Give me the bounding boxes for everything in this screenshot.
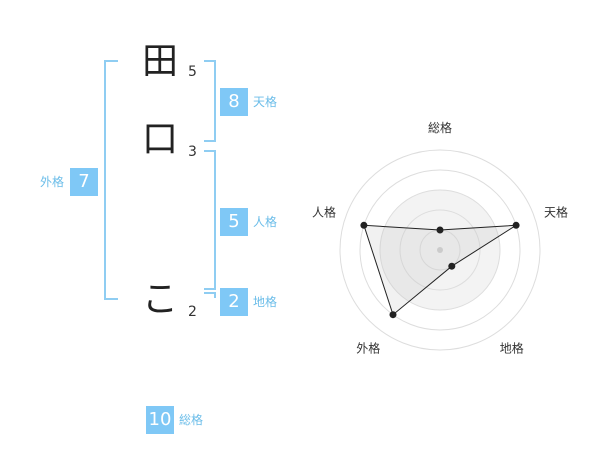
chikaku-label: 地格: [253, 295, 278, 309]
tenkaku-bracket: [204, 60, 216, 142]
radar-data-polygon: [363, 224, 517, 316]
gaikaku-badge: 外格 7: [40, 168, 99, 196]
radar-point: [512, 221, 520, 229]
radar-center-dot: [437, 247, 443, 253]
radar-axis-label: 天格: [544, 204, 568, 219]
character-1: 田: [141, 41, 178, 82]
character-2: 口: [141, 119, 178, 160]
soukaku-value: 10: [146, 406, 174, 434]
radar-ring: [339, 149, 541, 351]
chikaku-bracket: [204, 292, 216, 298]
gaikaku-value: 7: [70, 168, 99, 196]
radar-point: [389, 311, 397, 319]
radar-axis-label: 地格: [500, 341, 524, 356]
stroke-count-3: 2: [188, 304, 197, 320]
jinkaku-value: 5: [220, 208, 248, 236]
jinkaku-bracket: [204, 150, 216, 290]
radar-axis-label: 人格: [312, 204, 336, 219]
tenkaku-value: 8: [220, 88, 248, 116]
radar-axis-label: 外格: [356, 341, 380, 356]
chikaku-value: 2: [220, 288, 248, 316]
tenkaku-label: 天格: [253, 95, 278, 109]
radar-point: [360, 221, 368, 229]
stroke-count-2: 3: [188, 144, 197, 160]
character-3: こ: [141, 279, 178, 320]
jinkaku-badge: 5 人格: [220, 208, 277, 236]
jinkaku-label: 人格: [253, 215, 278, 229]
radar-axis-label: 総格: [428, 120, 452, 135]
soukaku-label: 総格: [179, 413, 204, 427]
radar-ring: [399, 209, 481, 291]
radar-point: [436, 226, 444, 234]
radar-point: [448, 262, 456, 270]
radar-ring: [359, 169, 521, 331]
chikaku-badge: 2 地格: [220, 288, 277, 316]
tenkaku-badge: 8 天格: [220, 88, 277, 116]
soukaku-badge: 10 総格: [146, 406, 203, 434]
gaikaku-label: 外格: [40, 175, 65, 189]
gaikaku-bracket: [104, 60, 118, 300]
radar-ring: [379, 189, 501, 311]
stroke-count-1: 5: [188, 64, 197, 80]
